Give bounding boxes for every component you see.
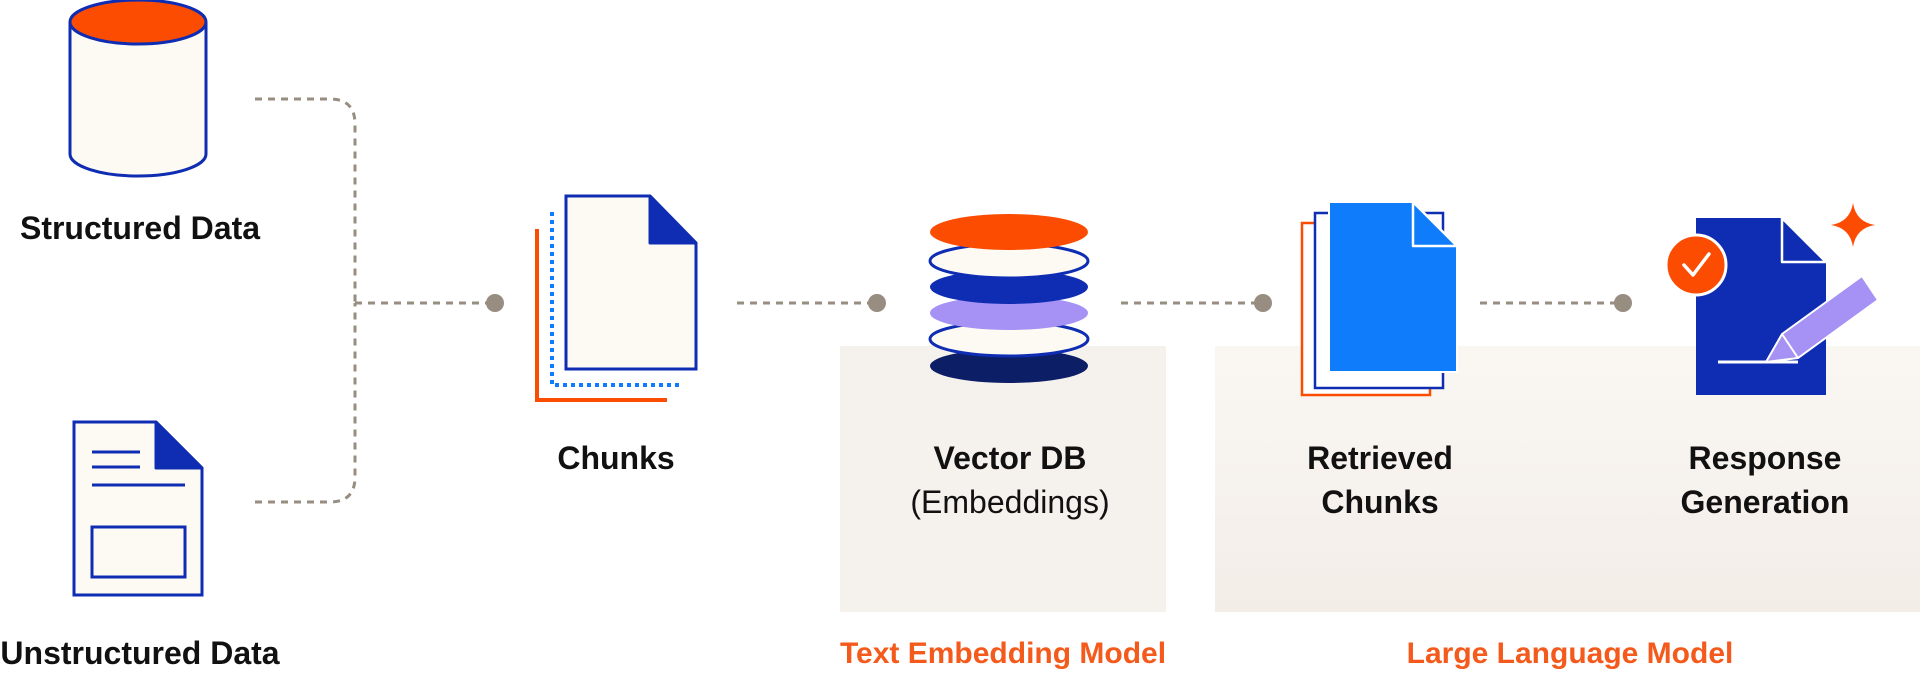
unstructured-data-label: Unstructured Data — [0, 635, 280, 671]
vector-db-title: Vector DB — [933, 440, 1087, 476]
retrieved-chunks-line2: Chunks — [1321, 484, 1439, 520]
vector-db-label: Vector DB (Embeddings) — [860, 436, 1160, 524]
retrieved-chunks-label: Retrieved Chunks — [1230, 436, 1530, 524]
response-generation-line2: Generation — [1680, 484, 1850, 520]
document-icon — [72, 420, 204, 597]
retrieved-chunks-icon — [1300, 200, 1459, 397]
embedding-model-panel — [840, 346, 1166, 612]
structured-connector — [255, 97, 357, 303]
text-embedding-model-label: Text Embedding Model — [839, 637, 1167, 670]
response-generation-icon — [1664, 203, 1880, 395]
database-icon — [68, 0, 208, 178]
sparkle-icon — [1831, 203, 1875, 247]
connector-dot — [1254, 294, 1272, 312]
pencil-icon — [1764, 274, 1880, 364]
response-generation-line1: Response — [1688, 440, 1842, 476]
connector-dot — [1614, 294, 1632, 312]
chunks-label: Chunks — [557, 440, 675, 476]
connector-dot — [486, 294, 504, 312]
retrieved-chunks-line1: Retrieved — [1307, 440, 1453, 476]
large-language-model-label: Large Language Model — [1406, 637, 1734, 670]
unstructured-connector — [255, 303, 357, 504]
structured-data-label: Structured Data — [19, 210, 261, 246]
connector-dot — [868, 294, 886, 312]
vector-db-icon — [928, 214, 1090, 383]
response-generation-label: Response Generation — [1615, 436, 1915, 524]
connector-dots — [486, 294, 1632, 312]
connectors — [255, 97, 1618, 504]
check-badge-icon — [1664, 233, 1728, 297]
vector-db-subtitle: (Embeddings) — [910, 484, 1110, 520]
chunks-icon — [535, 194, 698, 402]
